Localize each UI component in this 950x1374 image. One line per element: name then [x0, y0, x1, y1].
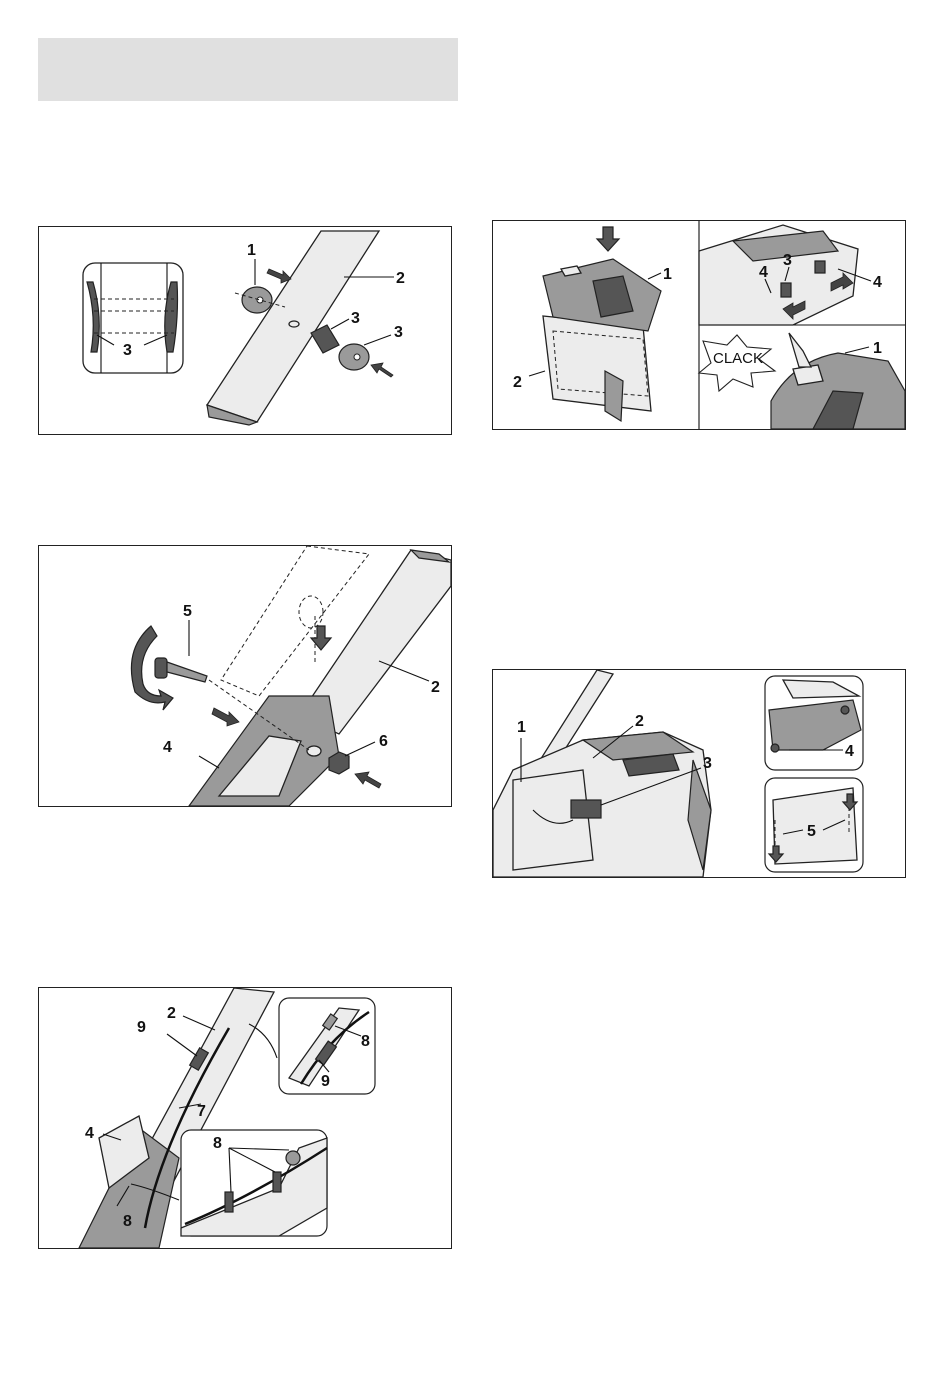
callout-2: 2 — [431, 679, 440, 696]
callout-7: 7 — [197, 1103, 206, 1120]
clack-text: CLACK — [713, 350, 763, 367]
callout-4: 4 — [163, 739, 172, 756]
arrow-icon — [212, 708, 239, 726]
figure-grassbox-attach: 1 2 3 4 5 — [492, 669, 906, 878]
callout-2: 2 — [167, 1005, 176, 1022]
leader-line — [529, 371, 545, 376]
callout-8: 8 — [361, 1033, 370, 1050]
discharge-flap — [513, 770, 593, 870]
arrow-icon — [267, 269, 291, 283]
washer-hole — [354, 354, 360, 360]
leader-line — [648, 273, 661, 279]
figure-cable-routing: 9 2 7 4 8 8 9 8 — [38, 987, 452, 1249]
tube-hole — [289, 321, 299, 327]
ghost-hole — [299, 596, 323, 628]
callout-2: 2 — [635, 713, 644, 730]
leader-line — [331, 319, 349, 329]
hook-bracket — [571, 800, 601, 818]
callout-4: 4 — [85, 1125, 94, 1142]
arrow-icon — [371, 363, 393, 377]
leader-line — [364, 335, 391, 345]
bolt-shank — [167, 662, 207, 682]
callout-1: 3 — [351, 310, 360, 327]
inset-clip — [273, 1172, 281, 1192]
callout-2: 2 — [396, 270, 405, 287]
callout-8: 8 — [123, 1213, 132, 1230]
leader-line — [845, 347, 869, 353]
inset-pin — [841, 706, 849, 714]
inset-clip — [225, 1192, 233, 1212]
lid-button — [793, 365, 823, 385]
callout-1: 1 — [517, 719, 526, 736]
callout-4: 4 — [845, 743, 854, 760]
leader-line — [167, 1034, 197, 1056]
bolt-head — [155, 658, 167, 678]
callout-3: 1 — [247, 242, 256, 259]
figure-wheel-washers-drawing: 3 2 1 3 3 — [39, 227, 451, 434]
leader-line — [345, 742, 375, 756]
arrow-icon — [355, 772, 381, 788]
grassbox-body — [543, 316, 651, 411]
callout-4: 4 — [873, 274, 882, 291]
inset-screw — [286, 1151, 300, 1165]
section-header-bar — [38, 38, 458, 101]
callout-2: 2 — [513, 374, 522, 391]
washer-hole — [257, 297, 263, 303]
finger — [789, 333, 811, 367]
callout-3: 3 — [394, 324, 403, 341]
leader-line — [199, 756, 219, 768]
callout-5: 5 — [183, 603, 192, 620]
figure-grassbox-lid-drawing: 1 2 4 3 4 CLACK 1 — [493, 221, 905, 429]
bracket-hole — [307, 746, 321, 756]
callout-6: 6 — [379, 733, 388, 750]
callout-1: 1 — [663, 266, 672, 283]
callout-8: 8 — [213, 1135, 222, 1152]
callout-4: 4 — [759, 264, 768, 281]
figure-grassbox-lid: 1 2 4 3 4 CLACK 1 — [492, 220, 906, 430]
leader-line — [183, 1016, 215, 1030]
figure-wheel-washers: 3 2 1 3 3 — [38, 226, 452, 435]
callout-1: 1 — [873, 340, 882, 357]
callout-3: 3 — [703, 755, 712, 772]
inset-pin — [771, 744, 779, 752]
figure-handle-bolt: 2 4 5 6 — [38, 545, 452, 807]
callout-3: 3 — [783, 252, 792, 269]
callout-9: 9 — [321, 1073, 330, 1090]
callout-3: 3 — [123, 342, 132, 359]
callout-9: 9 — [137, 1019, 146, 1036]
arrow-down-icon — [311, 626, 331, 650]
figure-handle-bolt-drawing: 2 4 5 6 — [39, 546, 451, 806]
callout-5: 5 — [807, 823, 816, 840]
arrow-down-icon — [597, 227, 619, 251]
figure-cable-routing-drawing: 9 2 7 4 8 8 9 8 — [39, 988, 451, 1248]
figure-grassbox-attach-drawing: 1 2 3 4 5 — [493, 670, 905, 877]
hinge-pin — [781, 283, 791, 297]
hinge-pin-right — [815, 261, 825, 273]
